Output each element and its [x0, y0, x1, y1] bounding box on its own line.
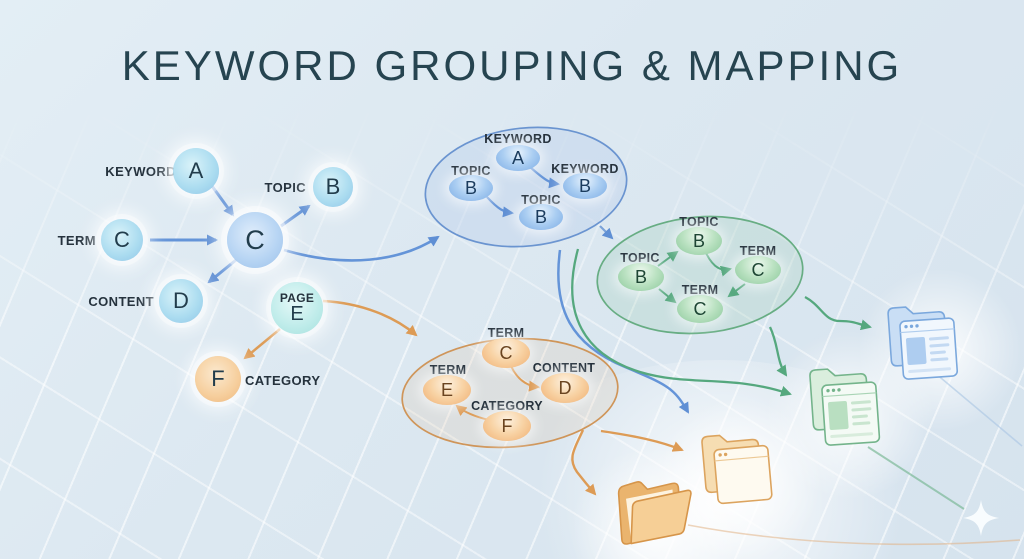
arrow-hub-to-blue-cluster: [283, 235, 440, 262]
label-topic-b-bottom: TOPIC: [521, 193, 561, 207]
pill-letter: B: [534, 207, 547, 227]
pill-letter: B: [634, 267, 647, 287]
arrow-hub-to-content: [207, 258, 237, 284]
folder-open-icon: [603, 467, 701, 557]
blue-cluster-ellipse: [424, 126, 628, 248]
pill-category-f-bottom-o: F: [483, 411, 531, 441]
arrow-orange-to-openfolder: [571, 429, 597, 496]
arrow-hub-to-topic: [280, 204, 311, 228]
node-letter: C: [245, 224, 265, 255]
label-keyword-b: KEYWORD: [551, 162, 619, 176]
arrow-page-to-orange-cluster: [322, 299, 418, 337]
node-hub-c: C: [227, 212, 283, 268]
label-term-c-right-g: TERM: [739, 244, 777, 258]
node-keyword-a: A: [173, 148, 219, 194]
label-keyword-a: KEYWORD: [484, 132, 552, 146]
pill-letter: D: [558, 378, 572, 398]
pill-topic-b-left-g: B: [618, 263, 664, 291]
pill-letter: C: [751, 260, 765, 280]
node-topic-b: B: [313, 167, 353, 207]
pill-letter: E: [440, 380, 453, 400]
node-page-e: PAGE E: [271, 282, 323, 334]
node-letter: E: [290, 303, 304, 326]
arrow-green-to-greenwin-1: [768, 326, 788, 377]
arrow-g2: [705, 252, 732, 277]
pill-term-e-left-o: E: [423, 375, 471, 405]
trail-green: [867, 446, 965, 510]
label-term-e-left-o: TERM: [429, 363, 467, 377]
page-title: KEYWORD GROUPING & MAPPING: [121, 42, 903, 89]
arrow-blue-to-green-cluster: [599, 225, 614, 240]
arrow-topicb-to-topicb: [486, 196, 514, 218]
arrow-a-to-hub: [210, 185, 235, 217]
folder-browser-window-orange-icon: [695, 421, 780, 507]
label-keyword: KEYWORD: [105, 164, 176, 179]
pill-letter: F: [501, 416, 513, 436]
pill-topic-b-left: B: [449, 175, 493, 201]
label-term-c-top-o: TERM: [487, 326, 525, 340]
arrow-a-to-keyword-b: [529, 166, 560, 189]
arrow-green-to-bluewin: [804, 295, 872, 331]
node-term-c: C: [101, 219, 143, 261]
label-topic-b-top-g: TOPIC: [679, 215, 719, 229]
pill-letter: C: [499, 343, 513, 363]
label-term-c-bottom-g: TERM: [681, 283, 719, 297]
pill-content-d-right-o: D: [541, 373, 589, 403]
node-letter: C: [114, 227, 130, 252]
trail-orange: [687, 524, 1021, 546]
pill-topic-b-top-g: B: [676, 227, 722, 255]
label-term: TERM: [57, 233, 96, 248]
folder-browser-window-blue-icon: [881, 293, 965, 386]
label-topic-b-left-g: TOPIC: [620, 251, 660, 265]
pill-letter: C: [693, 299, 707, 319]
label-topic-b-left: TOPIC: [451, 164, 491, 178]
green-cluster-ellipse: [596, 215, 804, 335]
pill-letter: B: [464, 178, 477, 198]
label-content-d-right-o: CONTENT: [532, 361, 596, 375]
pill-letter: B: [578, 176, 591, 196]
node-letter: A: [188, 158, 204, 183]
node-letter: F: [211, 366, 225, 391]
arrow-o1: [510, 365, 540, 392]
arrow-orange-to-orangewin: [600, 429, 684, 452]
label-category-f-bottom-o: CATEGORY: [471, 399, 543, 413]
node-content-d: D: [159, 279, 203, 323]
pill-keyword-b: B: [563, 173, 607, 199]
arrow-g3: [727, 283, 746, 298]
node-category-f: F: [195, 356, 241, 402]
arrow-page-to-f: [243, 328, 281, 360]
pill-term-c-bottom-g: C: [677, 295, 723, 323]
pill-keyword-a: A: [496, 145, 540, 171]
sparkle-icon: [961, 498, 1001, 538]
folder-browser-window-green-icon: [803, 355, 887, 452]
pill-term-c-right-g: C: [735, 256, 781, 284]
label-topic: TOPIC: [264, 180, 306, 195]
pill-letter: A: [511, 148, 524, 168]
arrow-green-to-greenwin-2: [571, 248, 792, 397]
pill-topic-b-bottom: B: [519, 204, 563, 230]
label-category: CATEGORY: [245, 373, 321, 388]
trail-blue: [934, 372, 1023, 447]
pill-letter: B: [692, 231, 705, 251]
arrow-g1: [657, 250, 679, 267]
label-content: CONTENT: [88, 294, 154, 309]
arrow-g4: [658, 288, 677, 304]
pill-term-c-top-o: C: [482, 338, 530, 368]
label-page: PAGE: [279, 290, 315, 305]
node-letter: D: [173, 288, 189, 313]
node-letter: B: [325, 174, 341, 199]
